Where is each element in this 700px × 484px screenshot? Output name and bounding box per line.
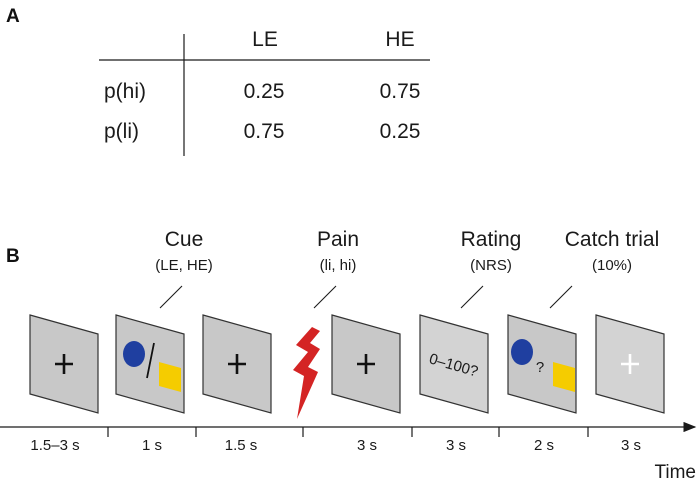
col-header-he: HE bbox=[385, 28, 414, 51]
annotation-rating: Rating (NRS) bbox=[460, 228, 522, 309]
annotation-cue: Cue (LE, HE) bbox=[155, 228, 213, 309]
catch-question-mark: ? bbox=[536, 359, 544, 376]
annotation-pointer bbox=[460, 285, 484, 309]
annotation-pointer bbox=[159, 285, 183, 309]
screen-catch: ? bbox=[507, 314, 577, 414]
annotation-pain: Pain (li, hi) bbox=[313, 228, 359, 309]
annotation-pointer bbox=[549, 285, 573, 309]
screen-rating: 0–100? bbox=[419, 314, 489, 414]
slash-icon bbox=[146, 342, 155, 379]
annotation-title: Rating bbox=[461, 228, 522, 251]
row-label-phi: p(hi) bbox=[104, 80, 146, 103]
duration-label: 1 s bbox=[142, 437, 162, 454]
duration-label: 1.5–3 s bbox=[30, 437, 79, 454]
annotation-subtitle: (NRS) bbox=[470, 257, 512, 274]
annotation-subtitle: (10%) bbox=[592, 257, 632, 274]
probability-table: LE HE p(hi) 0.25 0.75 p(li) 0.75 0.25 bbox=[99, 28, 430, 156]
annotation-title: Cue bbox=[165, 228, 204, 251]
screen-fixation-1 bbox=[29, 314, 99, 414]
cell-phi-he: 0.75 bbox=[380, 80, 421, 103]
panel-b-label: B bbox=[6, 246, 20, 267]
screen-fixation-3 bbox=[331, 314, 401, 414]
pain-bolt-icon bbox=[293, 327, 320, 419]
annotation-pointer bbox=[313, 285, 337, 309]
catch-circle-icon bbox=[511, 339, 533, 365]
duration-label: 3 s bbox=[357, 437, 377, 454]
cue-circle-icon bbox=[123, 341, 145, 367]
annotation-title: Pain bbox=[317, 228, 359, 251]
duration-label: 1.5 s bbox=[225, 437, 258, 454]
panel-a-label: A bbox=[6, 6, 20, 27]
cell-pli-le: 0.75 bbox=[244, 120, 285, 143]
cell-phi-le: 0.25 bbox=[244, 80, 285, 103]
row-label-pli: p(li) bbox=[104, 120, 139, 143]
cell-pli-he: 0.25 bbox=[380, 120, 421, 143]
annotation-subtitle: (li, hi) bbox=[320, 257, 357, 274]
annotation-subtitle: (LE, HE) bbox=[155, 257, 213, 274]
time-axis-label: Time bbox=[654, 462, 696, 483]
duration-label: 3 s bbox=[446, 437, 466, 454]
catch-square-icon bbox=[553, 362, 575, 392]
col-header-le: LE bbox=[252, 28, 278, 51]
timeline-ticks bbox=[107, 427, 589, 437]
cue-square-icon bbox=[159, 362, 181, 392]
screen-fixation-2 bbox=[202, 314, 272, 414]
annotation-title: Catch trial bbox=[565, 228, 660, 251]
duration-label: 2 s bbox=[534, 437, 554, 454]
screen-white-cross bbox=[595, 314, 665, 414]
screen-cue bbox=[115, 314, 185, 414]
annotation-catch-trial: Catch trial (10%) bbox=[549, 228, 660, 309]
duration-label: 3 s bbox=[621, 437, 641, 454]
